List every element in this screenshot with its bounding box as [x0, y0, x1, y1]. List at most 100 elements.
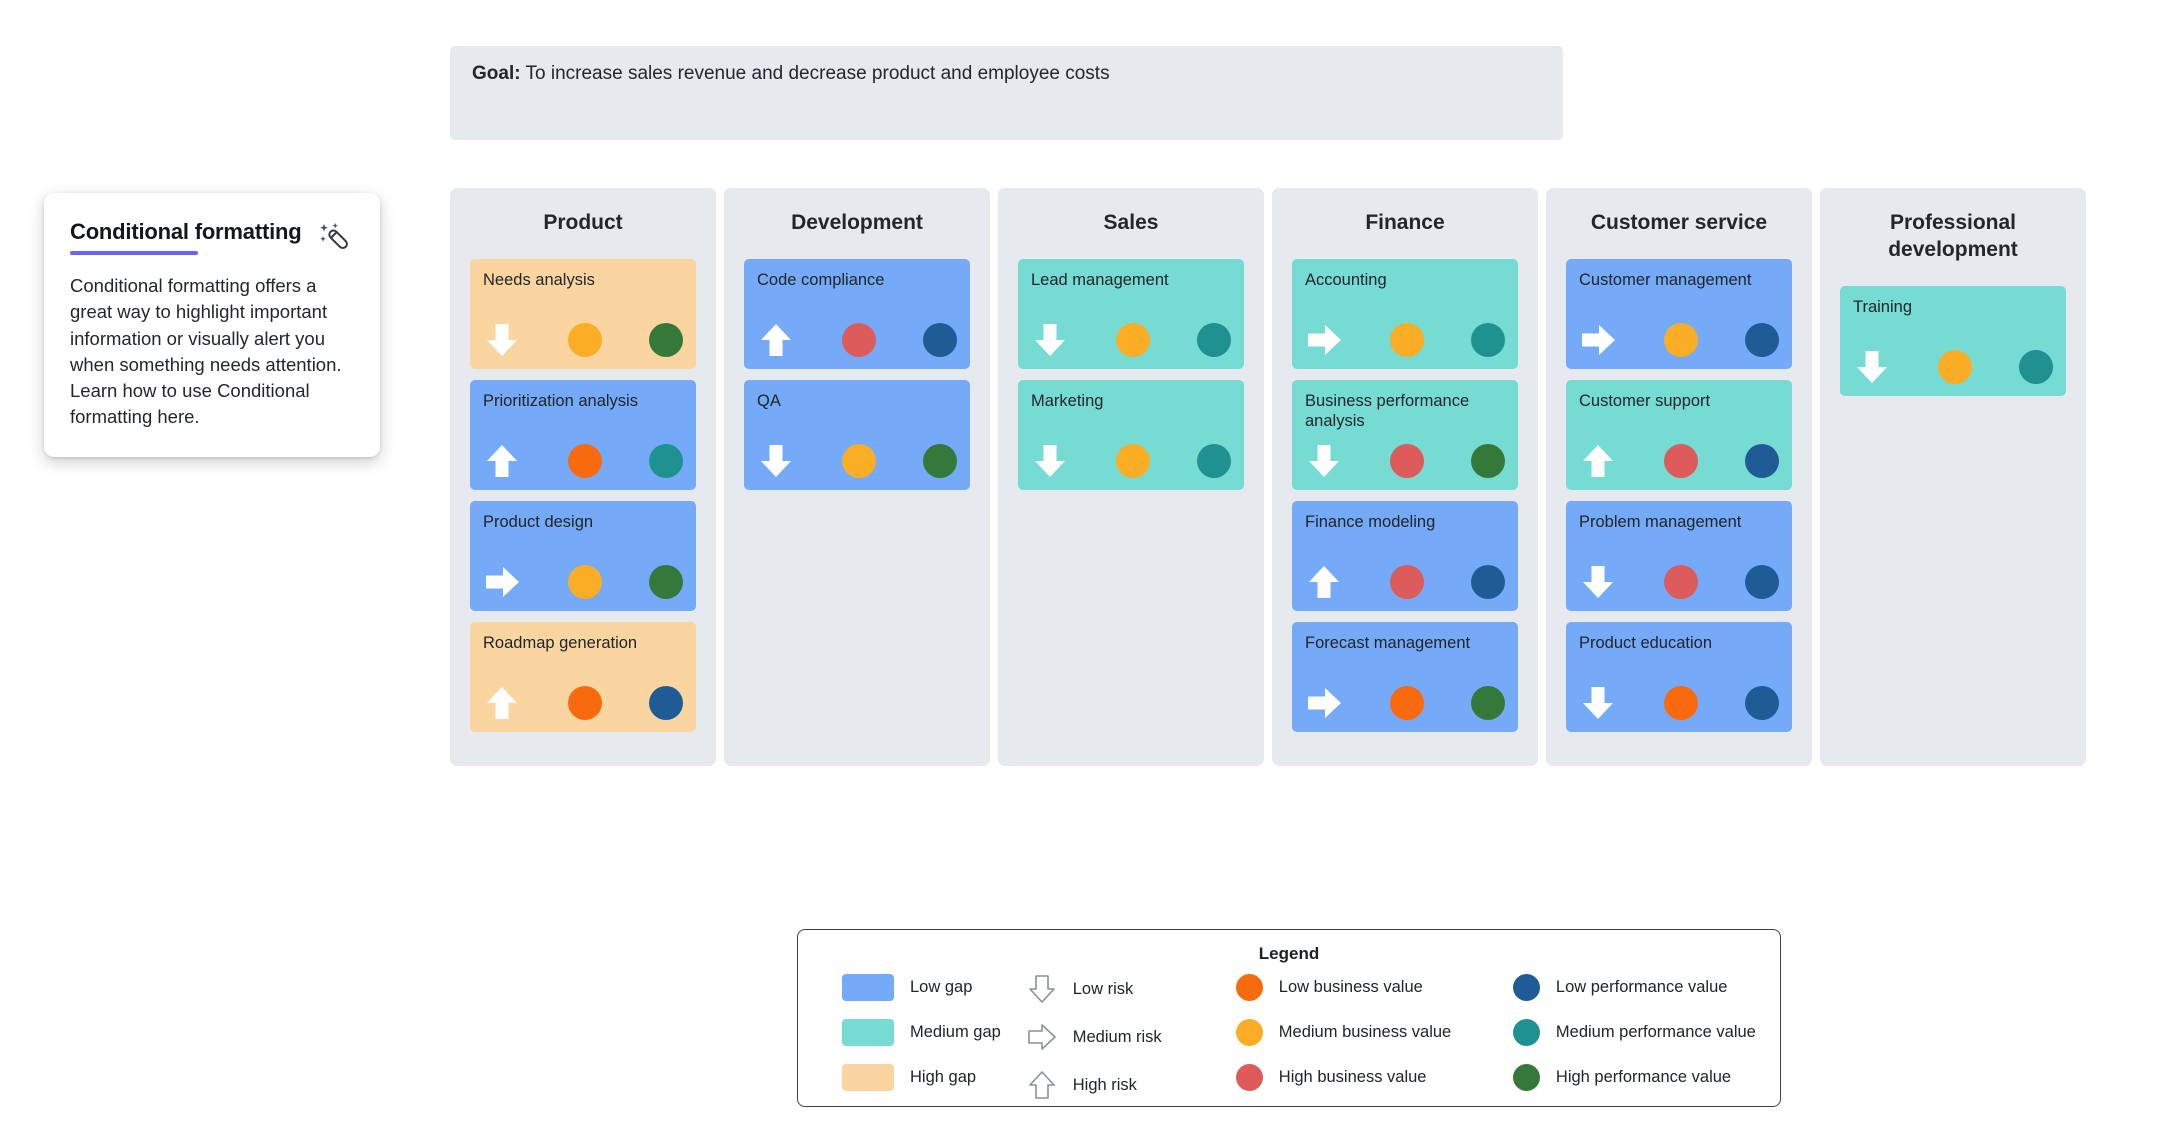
card-markers — [1579, 322, 1779, 358]
card-business-performance-analysis[interactable]: Business performance analysis — [1292, 379, 1518, 490]
card-finance-modeling[interactable]: Finance modeling — [1292, 500, 1518, 611]
card-title: QA — [757, 391, 781, 410]
legend-item: Medium risk — [1027, 1022, 1236, 1052]
card-title: Lead management — [1031, 270, 1169, 289]
card-roadmap-generation[interactable]: Roadmap generation — [470, 621, 696, 732]
card-title: Business performance analysis — [1305, 391, 1470, 430]
business-value-low-dot — [1664, 685, 1698, 720]
performance-value-low-dot — [649, 685, 683, 720]
legend-gap-swatch — [842, 974, 894, 1001]
tip-accent-underline — [70, 251, 198, 255]
card-markers — [1579, 685, 1779, 721]
risk-low-arrow-icon — [1853, 349, 1891, 385]
performance-value-medium-dot — [1197, 322, 1231, 357]
card-title: Problem management — [1579, 512, 1742, 531]
business-value-high-dot — [842, 322, 876, 357]
risk-low-arrow-icon — [1031, 322, 1069, 358]
card-problem-management[interactable]: Problem management — [1566, 500, 1792, 611]
card-accounting[interactable]: Accounting — [1292, 258, 1518, 369]
card-prioritization-analysis[interactable]: Prioritization analysis — [470, 379, 696, 490]
legend-value-dot — [1235, 974, 1263, 1001]
card-needs-analysis[interactable]: Needs analysis — [470, 258, 696, 369]
card-customer-support[interactable]: Customer support — [1566, 379, 1792, 490]
legend-item: Low gap — [842, 974, 1027, 1001]
card-qa[interactable]: QA — [744, 379, 970, 490]
column-title: Finance — [1365, 211, 1445, 234]
risk-medium-arrow-icon — [1305, 685, 1343, 721]
legend-value-dot — [1512, 1064, 1540, 1091]
card-title: Customer support — [1579, 391, 1711, 410]
card-markers — [483, 685, 683, 721]
card-markers — [1579, 443, 1779, 479]
risk-high-arrow-icon — [483, 443, 521, 479]
business-value-medium-dot — [1938, 349, 1972, 384]
legend-value-dot — [1235, 1019, 1263, 1046]
performance-value-high-dot — [649, 564, 683, 599]
legend-label: Medium risk — [1072, 1027, 1162, 1046]
risk-medium-arrow-icon — [1305, 322, 1343, 358]
risk-medium-arrow-icon — [483, 564, 521, 600]
risk-low-arrow-icon — [757, 443, 795, 479]
performance-value-low-dot — [1471, 564, 1505, 599]
performance-value-low-dot — [1745, 443, 1779, 478]
risk-high-arrow-icon — [1305, 564, 1343, 600]
risk-low-arrow-icon — [1579, 685, 1617, 721]
card-marketing[interactable]: Marketing — [1018, 379, 1244, 490]
tip-body-text: Conditional formatting offers a great wa… — [70, 275, 342, 428]
card-markers — [483, 322, 683, 358]
legend-item: Low risk — [1027, 974, 1236, 1004]
card-training[interactable]: Training — [1840, 285, 2066, 396]
risk-high-arrow-icon — [757, 322, 795, 358]
performance-value-low-dot — [1745, 322, 1779, 357]
legend-gap-swatch — [842, 1064, 894, 1091]
card-forecast-management[interactable]: Forecast management — [1292, 621, 1518, 732]
legend-up-arrow-icon — [1027, 1070, 1057, 1100]
conditional-formatting-tip-card[interactable]: Conditional formatting Conditional — [44, 193, 380, 457]
legend-gap-swatch — [842, 1019, 894, 1046]
legend-label: Medium gap — [910, 1023, 1001, 1041]
card-title: Finance modeling — [1305, 512, 1436, 531]
performance-value-medium-dot — [2019, 349, 2053, 384]
performance-value-low-dot — [923, 322, 957, 357]
legend-item: High performance value — [1512, 1064, 1756, 1091]
legend-label: Low gap — [910, 978, 973, 996]
card-product-design[interactable]: Product design — [470, 500, 696, 611]
goal-line: Goal: To increase sales revenue and decr… — [472, 62, 1541, 87]
card-code-compliance[interactable]: Code compliance — [744, 258, 970, 369]
legend-title: Legend — [1258, 944, 1320, 963]
legend-item: High business value — [1235, 1064, 1513, 1091]
legend-label: Low performance value — [1555, 978, 1728, 996]
card-product-education[interactable]: Product education — [1566, 621, 1792, 732]
card-markers — [1853, 349, 2053, 385]
performance-value-medium-dot — [1471, 322, 1505, 357]
risk-medium-arrow-icon — [1579, 322, 1617, 358]
card-customer-management[interactable]: Customer management — [1566, 258, 1792, 369]
risk-low-arrow-icon — [1305, 443, 1343, 479]
risk-low-arrow-icon — [483, 322, 521, 358]
goal-banner[interactable]: Goal: To increase sales revenue and decr… — [450, 46, 1563, 140]
risk-high-arrow-icon — [1579, 443, 1617, 479]
legend-item: Medium business value — [1235, 1019, 1513, 1046]
performance-value-high-dot — [1471, 443, 1505, 478]
card-markers — [483, 564, 683, 600]
legend-label: Medium business value — [1278, 1023, 1452, 1041]
column-title: Sales — [1103, 211, 1159, 234]
card-markers — [1305, 443, 1505, 479]
card-lead-management[interactable]: Lead management — [1018, 258, 1244, 369]
card-markers — [757, 443, 957, 479]
business-value-high-dot — [1664, 564, 1698, 599]
legend-value-dot — [1512, 974, 1540, 1001]
card-markers — [1305, 685, 1505, 721]
legend-value-dot — [1235, 1064, 1263, 1091]
card-title: Marketing — [1031, 391, 1104, 410]
